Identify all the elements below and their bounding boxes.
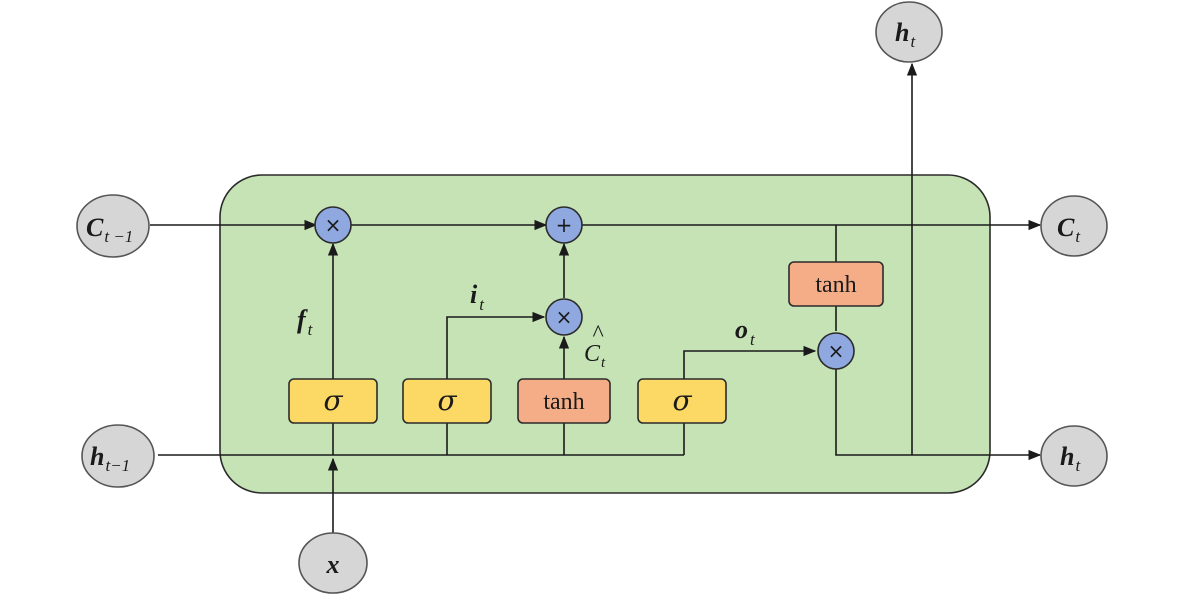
output-node-c: Ct xyxy=(1040,195,1108,257)
output-node-h-top: ht xyxy=(875,1,943,63)
output-gate: σ xyxy=(637,378,727,424)
candidate-gate: tanh xyxy=(517,378,611,424)
svg-text:Ct −1: Ct −1 xyxy=(86,213,133,246)
multiply-symbol: × xyxy=(556,305,573,329)
output-node-h-right: ht xyxy=(1040,425,1108,487)
label-candidate-hat: ^ xyxy=(592,321,604,347)
output-multiply-op: × xyxy=(817,332,855,370)
input-node-c-prev: Ct −1 xyxy=(76,194,150,258)
h-out-right-sub: t xyxy=(1075,456,1081,475)
c-prev-main: C xyxy=(86,213,104,242)
forget-multiply-op: × xyxy=(314,206,352,244)
candidate-gate-label: tanh xyxy=(543,389,584,415)
multiply-symbol: × xyxy=(828,339,845,363)
output-gate-symbol: σ xyxy=(672,384,692,417)
input-node-x: x xyxy=(298,532,368,594)
svg-text:ht: ht xyxy=(895,18,916,51)
h-prev-main: h xyxy=(90,442,104,471)
h-prev-sub: t−1 xyxy=(105,456,130,475)
c-out-main: C xyxy=(1057,213,1075,242)
wires xyxy=(150,62,1042,538)
input-multiply-op: × xyxy=(545,298,583,336)
wire-input-to-mult xyxy=(446,311,546,379)
label-output-sub: t xyxy=(750,330,756,349)
c-prev-sub: t −1 xyxy=(104,227,133,246)
label-forget-main: f xyxy=(297,305,308,334)
h-out-right-main: h xyxy=(1060,442,1074,471)
label-input-sub: t xyxy=(479,295,485,314)
label-candidate-main: C xyxy=(584,341,601,367)
label-forget-sub: t xyxy=(308,320,314,339)
x-main: x xyxy=(326,550,340,579)
add-symbol: + xyxy=(556,213,573,237)
input-node-h-prev: ht−1 xyxy=(81,424,155,488)
label-candidate-signal: ^ Ct xyxy=(584,321,606,371)
wire-mult-to-h-out xyxy=(835,369,1042,461)
multiply-symbol: × xyxy=(325,213,342,237)
cell-tanh-gate: tanh xyxy=(788,261,884,307)
h-out-top-main: h xyxy=(895,18,909,47)
input-gate-symbol: σ xyxy=(437,384,457,417)
svg-text:Ct: Ct xyxy=(584,341,606,371)
svg-text:ht−1: ht−1 xyxy=(90,442,130,475)
wire-output-to-mult xyxy=(683,345,817,379)
c-out-sub: t xyxy=(1075,227,1081,246)
forget-gate-symbol: σ xyxy=(323,384,343,417)
label-input-main: i xyxy=(470,280,478,309)
cell-tanh-label: tanh xyxy=(815,272,856,298)
label-output-main: o xyxy=(735,315,748,344)
h-out-top-sub: t xyxy=(910,32,916,51)
add-op: + xyxy=(545,206,583,244)
label-candidate-sub: t xyxy=(601,355,606,371)
svg-text:ht: ht xyxy=(1060,442,1081,475)
svg-text:Ct: Ct xyxy=(1057,213,1081,246)
forget-gate: σ xyxy=(288,378,378,424)
input-gate: σ xyxy=(402,378,492,424)
